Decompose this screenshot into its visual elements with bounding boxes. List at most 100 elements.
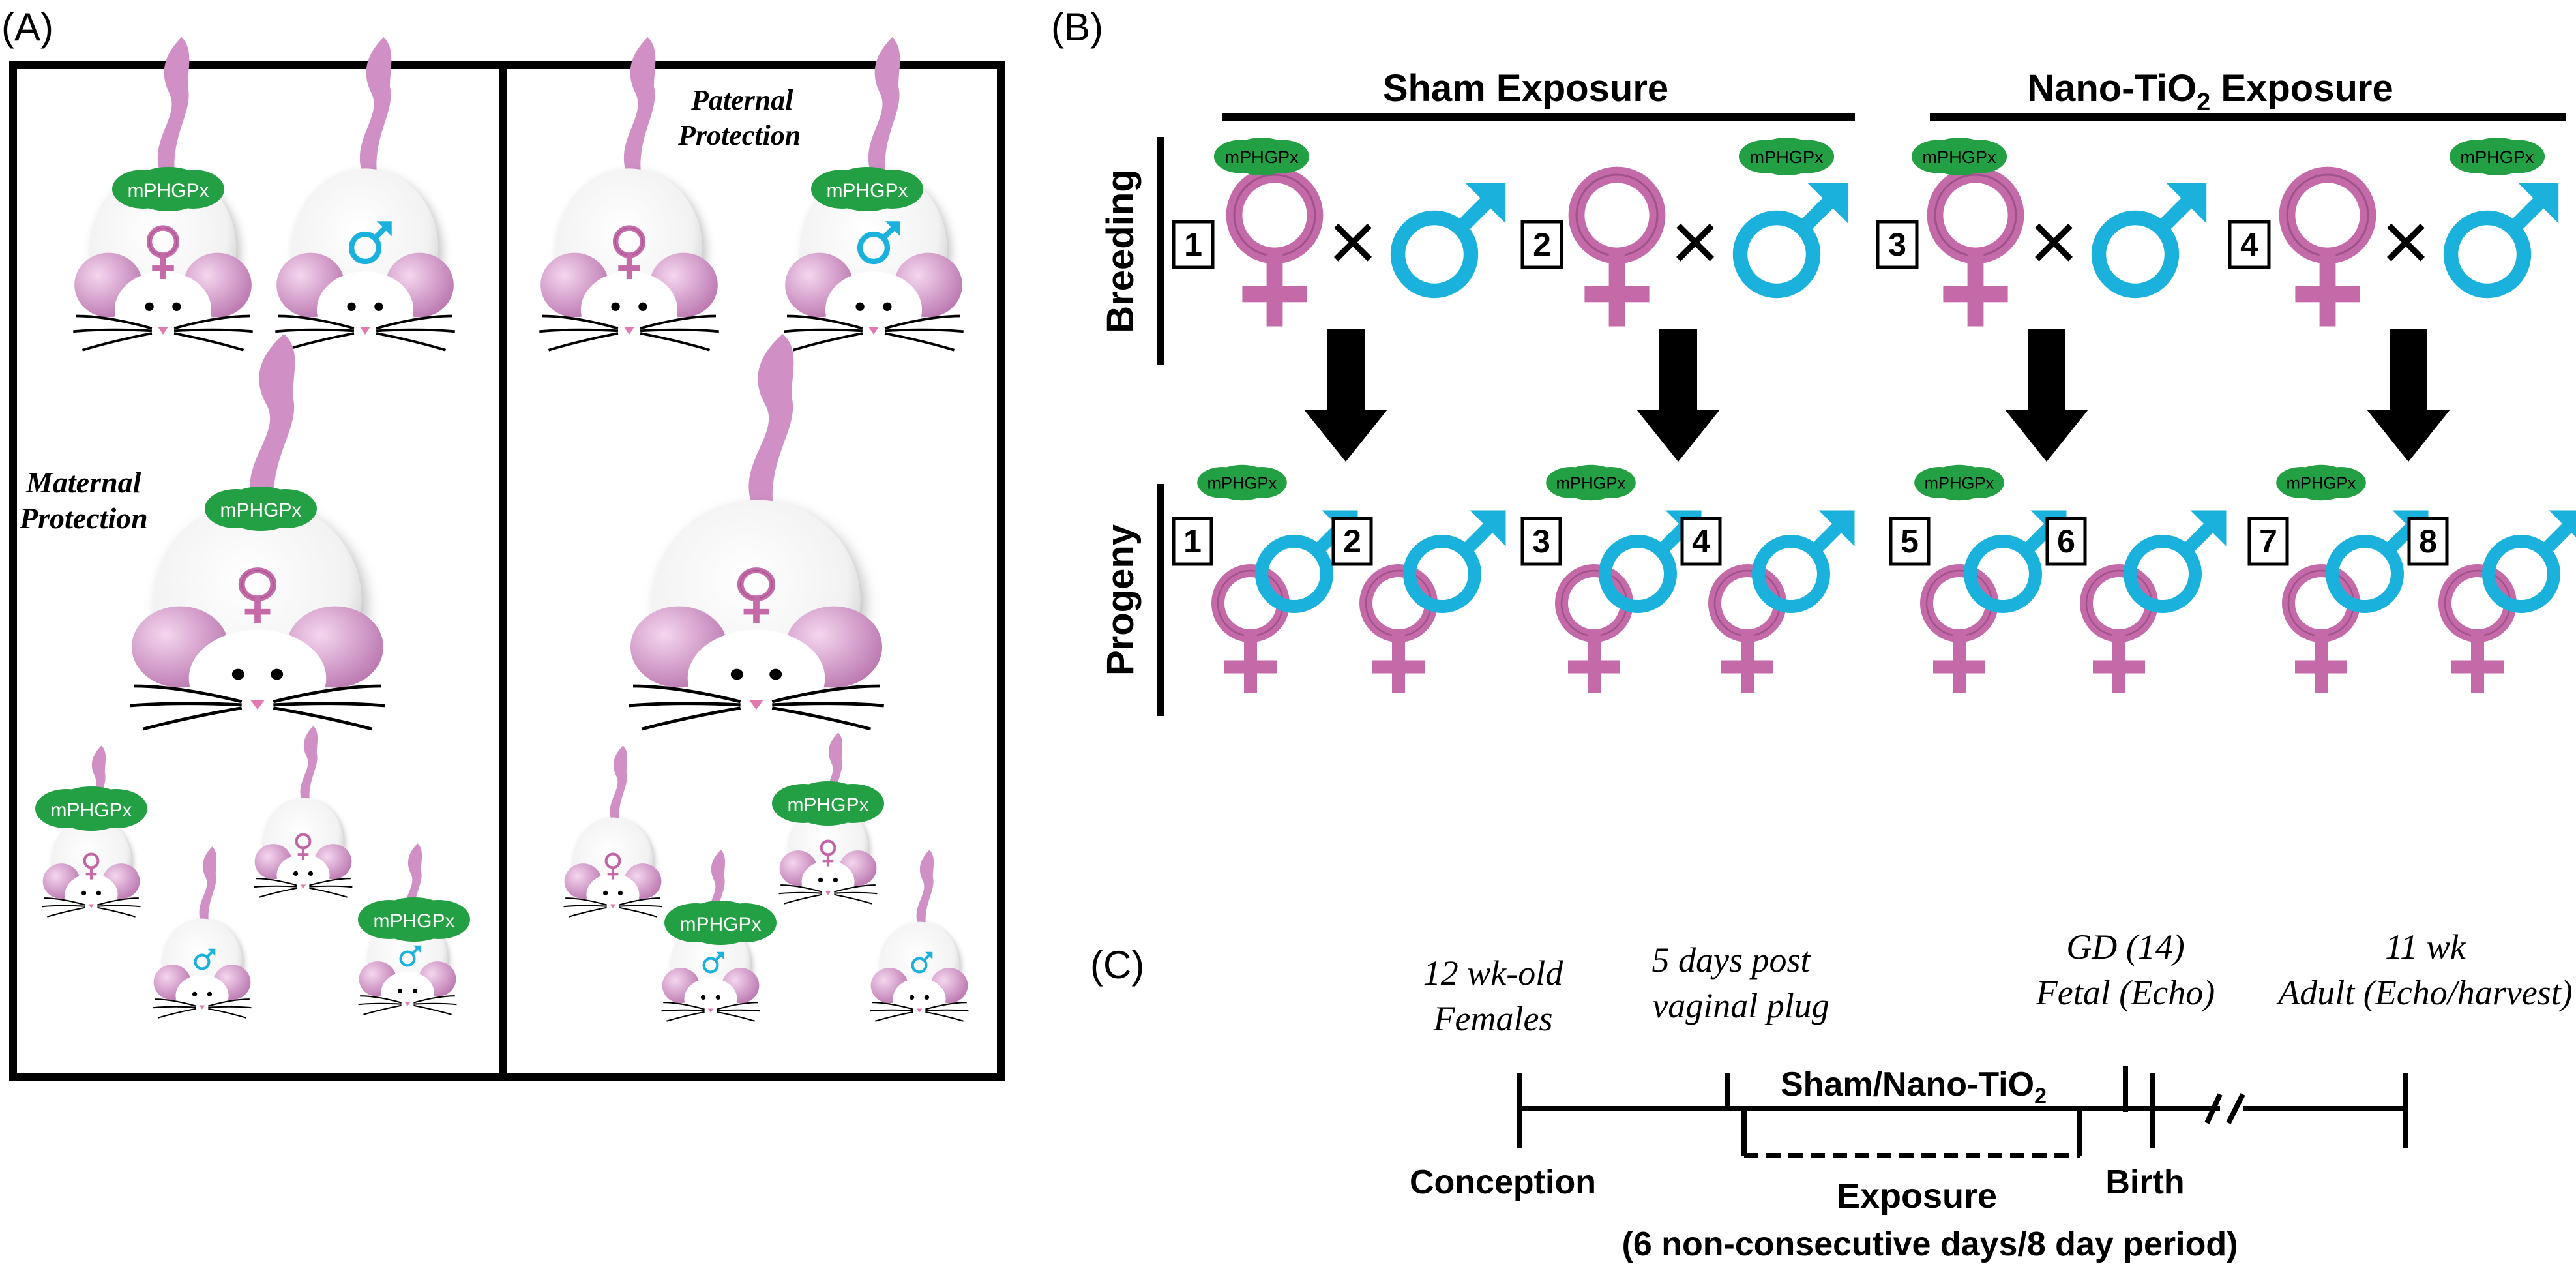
- tag-pup-left-1: mPHGPx: [35, 786, 147, 831]
- maternal-protection-title: Maternal: [25, 466, 141, 499]
- breeding-tag-3: mPHGPx: [1911, 138, 2007, 175]
- progeny-number-5: 5: [1901, 523, 1919, 560]
- breeding-number-box-2: [1520, 220, 1563, 269]
- nano-header-sub: 2: [2197, 89, 2210, 116]
- svg-text:mPHGPx: mPHGPx: [220, 500, 301, 521]
- cross-3: ×: [2029, 194, 2079, 289]
- pup-left-3: [153, 846, 252, 1018]
- label-gd-line1: GD (14): [2066, 927, 2184, 966]
- panel-b-label: (B): [1051, 5, 1103, 49]
- label-females-line1: 12 wk-old: [1423, 953, 1563, 993]
- label-females-line2: Females: [1433, 999, 1553, 1038]
- paternal-protection-title: Paternal: [690, 84, 793, 116]
- tag-pup-right-2: mPHGPx: [772, 781, 884, 826]
- breeding-group-4: 4 × mPHGPx: [2228, 138, 2558, 326]
- mouse-left-father: [275, 37, 455, 350]
- breeding-row-label: Breeding: [1099, 169, 1142, 333]
- cross-2: ×: [1670, 194, 1720, 289]
- tag-right-father: mPHGPx: [811, 167, 923, 211]
- nano-header-end: Exposure: [2210, 67, 2393, 110]
- breeding-tag-1: mPHGPx: [1213, 138, 1310, 175]
- svg-text:mPHGPx: mPHGPx: [1556, 475, 1626, 493]
- label-conception: Conception: [1410, 1163, 1596, 1201]
- svg-text:mPHGPx: mPHGPx: [1224, 147, 1299, 167]
- svg-text:mPHGPx: mPHGPx: [373, 910, 454, 932]
- progeny-number-6: 6: [2057, 523, 2075, 560]
- breeding-number-1: 1: [1184, 226, 1202, 263]
- progeny-6: 6: [2045, 511, 2227, 693]
- progeny-1: 1: [1172, 511, 1358, 693]
- progeny-tag-7: mPHGPx: [2276, 464, 2366, 501]
- progeny-2: 2: [1331, 511, 1506, 693]
- svg-text:mPHGPx: mPHGPx: [1925, 475, 1994, 493]
- tag-pup-right-3: mPHGPx: [664, 901, 777, 945]
- progeny-number-2: 2: [1343, 523, 1361, 560]
- sham-nano-main: Sham/Nano-TiO: [1781, 1066, 2034, 1103]
- tag-pup-left-4: mPHGPx: [358, 897, 470, 942]
- label-adult-line2: Adult (Echo/harvest): [2276, 973, 2572, 1012]
- svg-text:mPHGPx: mPHGPx: [127, 180, 209, 202]
- sham-nano-sub: 2: [2034, 1084, 2047, 1109]
- panel-c-label: (C): [1090, 943, 1144, 987]
- svg-text:mPHGPx: mPHGPx: [826, 180, 908, 202]
- arrow-3: [2005, 329, 2088, 462]
- arrow-2: [1636, 329, 1720, 462]
- progeny-number-8: 8: [2419, 523, 2437, 560]
- svg-text:mPHGPx: mPHGPx: [2460, 147, 2534, 167]
- paternal-protection-title-line2: Protection: [677, 119, 801, 151]
- breeding-group-1: 1 × mPHGPx: [1172, 138, 1505, 326]
- maternal-protection-title-line2: Protection: [19, 502, 148, 535]
- breeding-number-box-4: [2228, 220, 2271, 269]
- breeding-number-2: 2: [1533, 226, 1551, 263]
- panel-a-label: (A): [1, 5, 53, 49]
- pup-left-1: [42, 745, 141, 917]
- breeding-group-3: 3 × mPHGPx: [1876, 138, 2206, 326]
- breeding-number-3: 3: [1888, 226, 1906, 263]
- progeny-4: 4: [1680, 511, 1855, 693]
- progeny-number-4: 4: [1692, 523, 1710, 560]
- breeding-tag-2: mPHGPx: [1738, 138, 1835, 175]
- pup-left-2: [254, 726, 353, 897]
- tag-left-mother: mPHGPx: [112, 167, 224, 211]
- pup-right-1: [564, 745, 662, 917]
- sham-nano-label: Sham/Nano-TiO2: [1781, 1066, 2047, 1109]
- nano-header-main: Nano-TiO: [2027, 67, 2197, 110]
- breeding-number-box-3: [1876, 220, 1919, 269]
- pup-right-4: [870, 850, 969, 1021]
- svg-text:mPHGPx: mPHGPx: [1207, 475, 1277, 493]
- progeny-number-7: 7: [2259, 523, 2277, 560]
- svg-text:mPHGPx: mPHGPx: [787, 794, 868, 816]
- cross-4: ×: [2381, 194, 2431, 289]
- label-post-line2: vaginal plug: [1652, 986, 1829, 1025]
- mouse-right-pregnant: [629, 334, 884, 729]
- progeny-5: 5: [1889, 511, 2067, 693]
- label-exposure-detail: (6 non-consecutive days/8 day period): [1622, 1225, 2238, 1263]
- label-adult-line1: 11 wk: [2385, 927, 2466, 966]
- progeny-tag-3: mPHGPx: [1546, 464, 1636, 501]
- progeny-7: 7: [2247, 511, 2429, 693]
- breeding-number-box-1: [1172, 220, 1215, 269]
- breeding-group-2: 2 × mPHGPx: [1520, 138, 1848, 326]
- label-post-line1: 5 days post: [1652, 940, 1812, 980]
- cross-1: ×: [1328, 194, 1378, 289]
- label-birth: Birth: [2105, 1163, 2184, 1201]
- svg-text:mPHGPx: mPHGPx: [1922, 147, 1996, 167]
- tag-left-pregnant: mPHGPx: [205, 487, 317, 531]
- progeny-3: 3: [1520, 511, 1702, 693]
- arrow-1: [1304, 329, 1387, 462]
- progeny-8: 8: [2407, 511, 2576, 693]
- svg-text:mPHGPx: mPHGPx: [2287, 475, 2356, 493]
- sham-exposure-header: Sham Exposure: [1383, 67, 1668, 110]
- progeny-row-label: Progeny: [1099, 524, 1142, 676]
- label-exposure: Exposure: [1837, 1176, 1997, 1216]
- arrow-4: [2367, 329, 2450, 462]
- progeny-number-3: 3: [1532, 523, 1550, 560]
- svg-text:mPHGPx: mPHGPx: [50, 800, 132, 821]
- progeny-number-1: 1: [1183, 523, 1202, 560]
- progeny-tag-5: mPHGPx: [1914, 464, 2004, 501]
- nano-exposure-header: Nano-TiO2 Exposure: [2027, 67, 2393, 116]
- progeny-tag-1: mPHGPx: [1197, 464, 1287, 501]
- svg-text:mPHGPx: mPHGPx: [679, 914, 761, 935]
- mouse-left-pregnant: [130, 334, 385, 729]
